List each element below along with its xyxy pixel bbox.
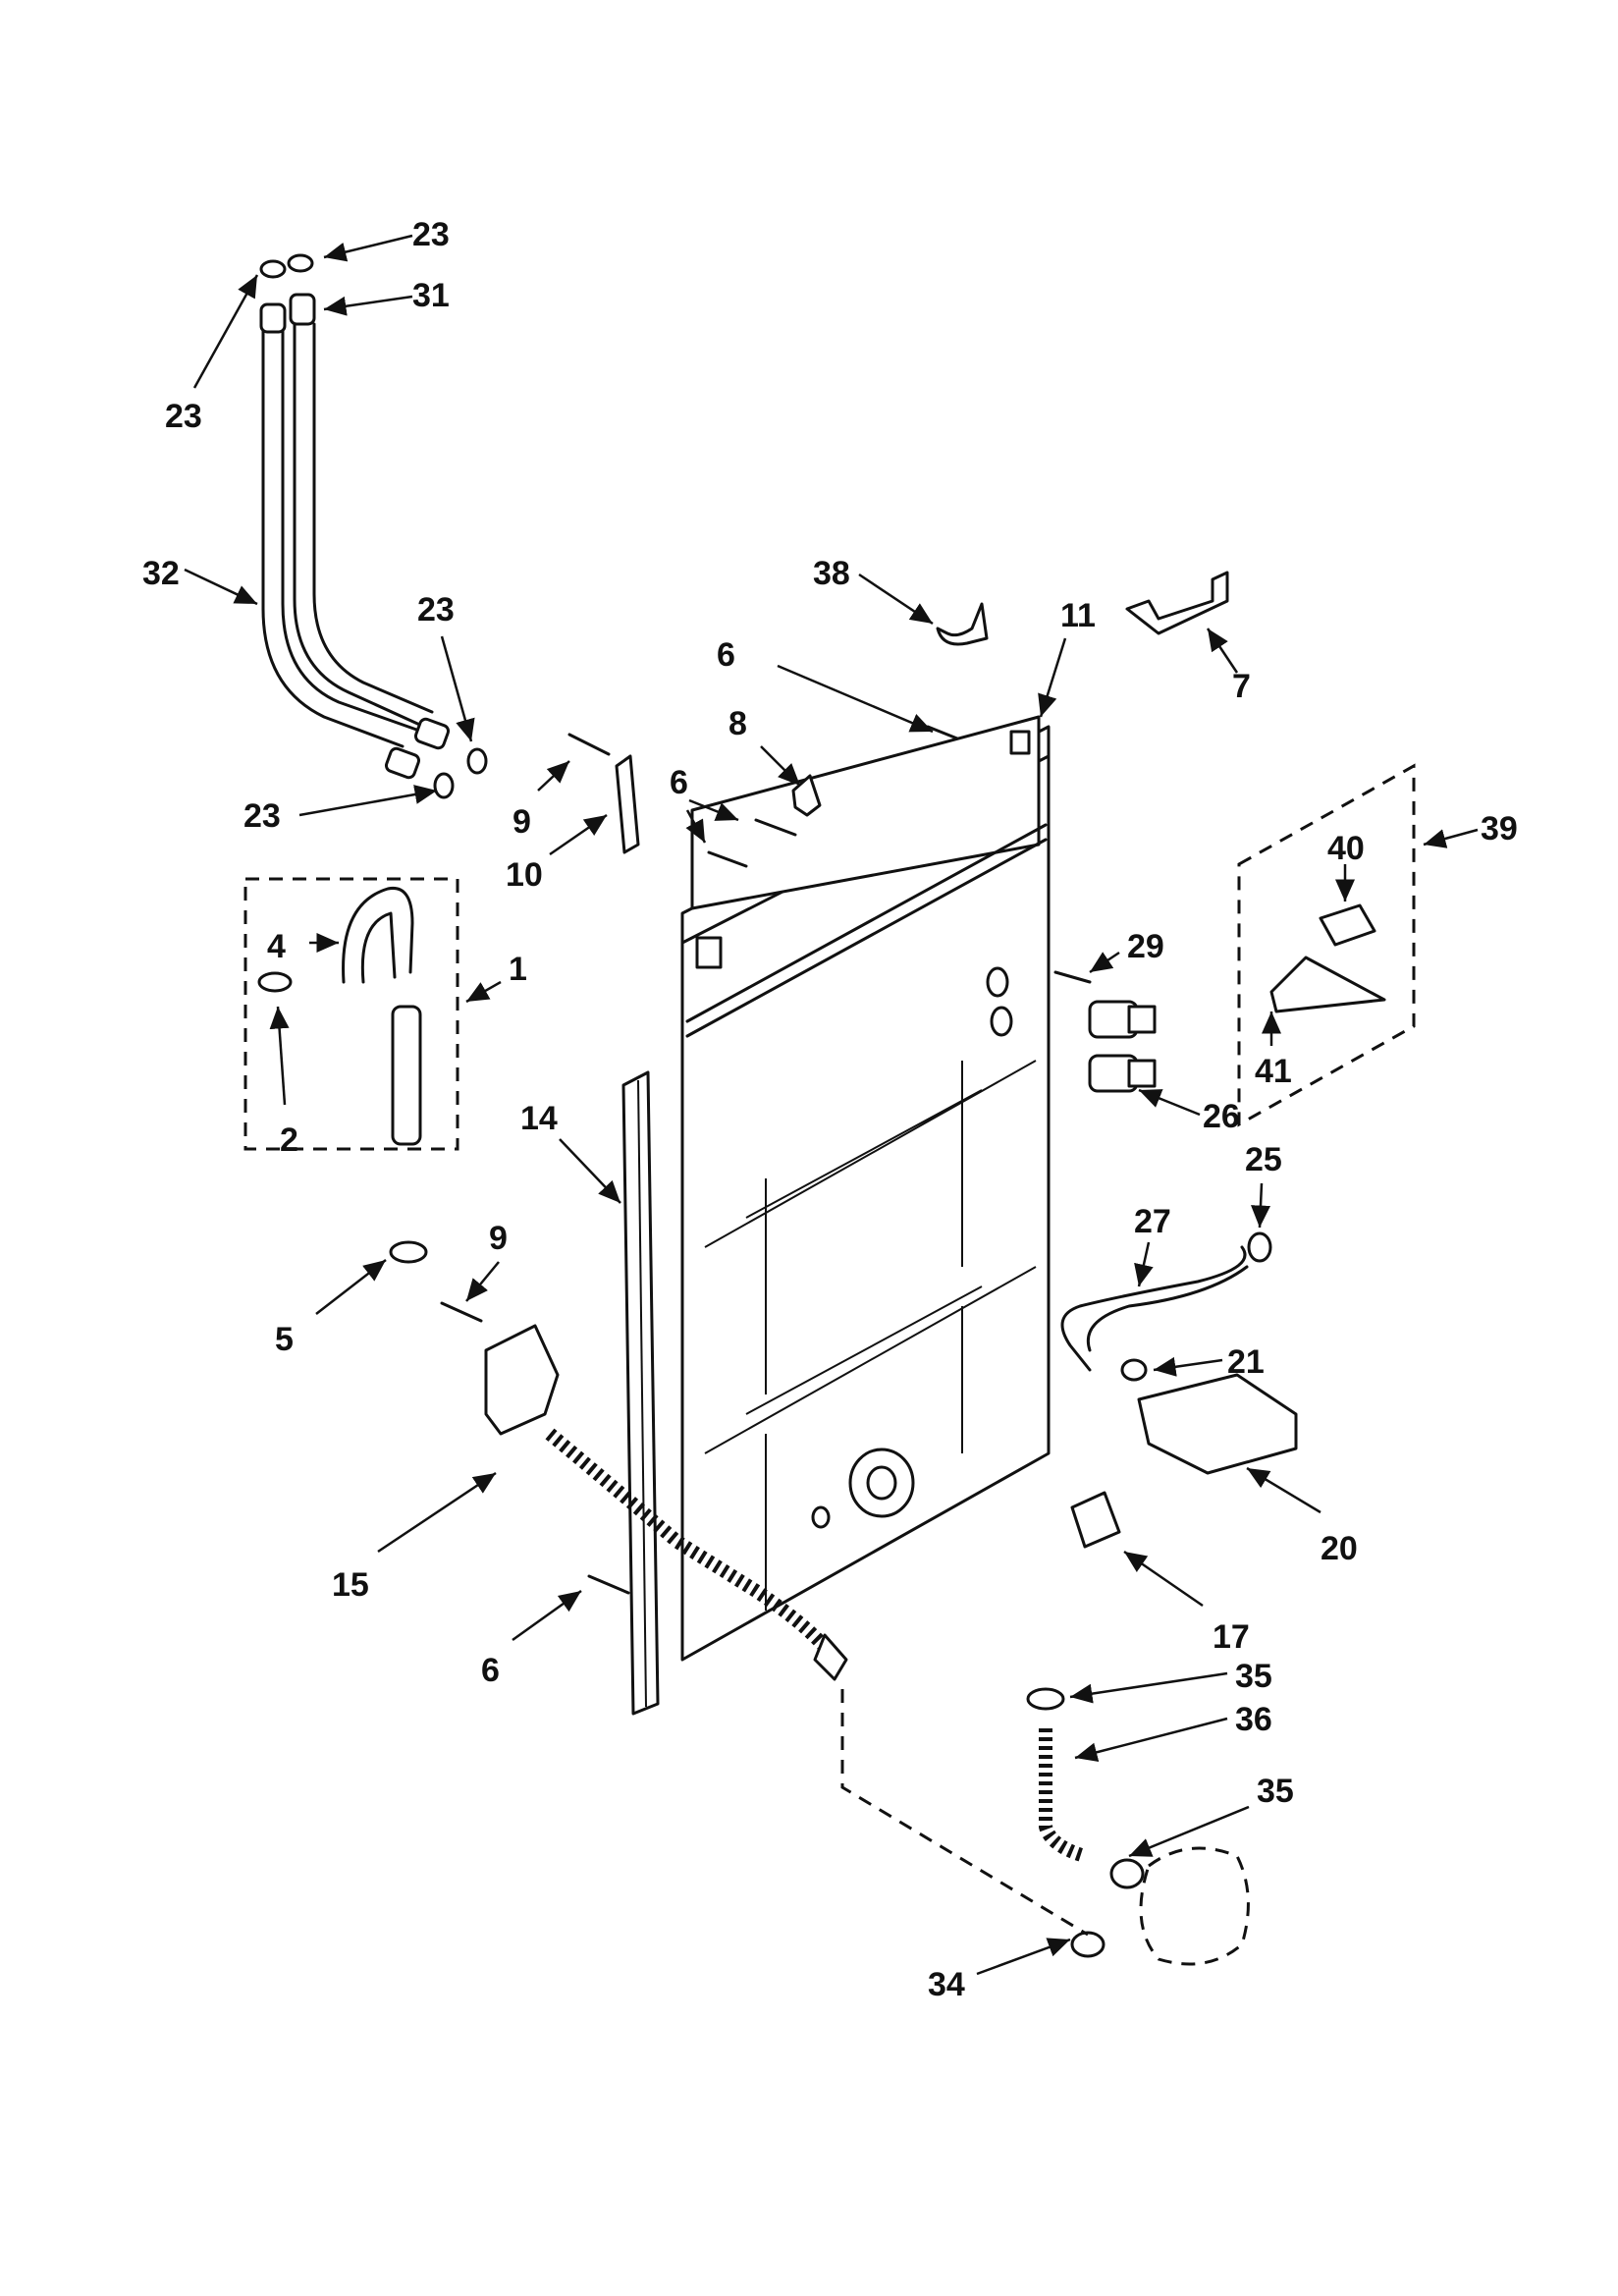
bracket-10 <box>615 754 640 854</box>
clamp-25 <box>1247 1231 1272 1263</box>
label-14: 14 <box>520 1100 558 1137</box>
drain-hose-15 <box>545 1428 840 1665</box>
label-41: 41 <box>1255 1053 1292 1090</box>
label-35: 35 <box>1235 1658 1272 1695</box>
screen-40 <box>1319 903 1376 947</box>
label-39: 39 <box>1481 810 1518 847</box>
screws <box>440 725 1092 1595</box>
label-23: 23 <box>417 591 455 629</box>
pump-15 <box>484 1324 560 1436</box>
switch-20 <box>1137 1373 1298 1475</box>
tube-1 <box>391 1005 422 1146</box>
label-38: 38 <box>813 555 850 592</box>
label-29: 29 <box>1127 928 1164 965</box>
label-35: 35 <box>1257 1773 1294 1810</box>
label-6: 6 <box>717 636 735 674</box>
label-23: 23 <box>165 398 202 435</box>
clamp-2 <box>257 971 293 993</box>
label-34: 34 <box>928 1966 965 2003</box>
rear-panel <box>680 715 1051 1662</box>
clamp-21 <box>1120 1358 1148 1382</box>
label-23: 23 <box>412 216 450 253</box>
hose-27 <box>1060 1245 1247 1372</box>
label-25: 25 <box>1245 1141 1282 1178</box>
label-36: 36 <box>1235 1701 1272 1738</box>
label-9: 9 <box>489 1220 508 1257</box>
label-15: 15 <box>332 1566 369 1604</box>
label-20: 20 <box>1321 1530 1358 1567</box>
label-9: 9 <box>512 803 531 841</box>
clamp-34 <box>1070 1931 1106 1958</box>
hose-4 <box>342 886 414 984</box>
label-2: 2 <box>280 1121 298 1159</box>
label-17: 17 <box>1213 1618 1250 1656</box>
label-32: 32 <box>142 555 180 592</box>
label-8: 8 <box>728 705 747 742</box>
plate-17 <box>1070 1491 1121 1549</box>
label-4: 4 <box>267 928 286 965</box>
label-23: 23 <box>243 797 281 835</box>
callouts: 23 31 23 32 23 23 38 11 7 6 8 9 6 10 39 … <box>142 216 1518 2003</box>
bracket-7 <box>1125 571 1229 635</box>
leader-lines <box>184 234 1479 1976</box>
label-21: 21 <box>1227 1343 1265 1381</box>
label-6: 6 <box>670 764 688 801</box>
kit-39-outline <box>1237 763 1416 1127</box>
label-11: 11 <box>1060 597 1096 634</box>
clamp-5 <box>389 1240 428 1264</box>
clamp-35-top <box>1026 1687 1065 1711</box>
label-1: 1 <box>509 951 527 988</box>
clip-38 <box>936 602 989 646</box>
label-31: 31 <box>412 277 450 314</box>
label-10: 10 <box>506 856 543 894</box>
label-7: 7 <box>1232 668 1251 705</box>
pump-outline <box>1139 1846 1250 1966</box>
label-26: 26 <box>1203 1098 1240 1135</box>
water-valve-26 <box>1088 1000 1157 1093</box>
wire-41 <box>1269 956 1386 1013</box>
label-27: 27 <box>1134 1203 1171 1240</box>
hose-36 <box>1039 1728 1088 1863</box>
label-5: 5 <box>275 1321 294 1358</box>
clamp-35-bottom <box>1109 1858 1145 1889</box>
label-40: 40 <box>1327 830 1365 867</box>
label-6: 6 <box>481 1652 500 1689</box>
kit-1-outline <box>243 877 459 1151</box>
inlet-hoses <box>259 253 488 799</box>
side-channel-14 <box>621 1070 660 1716</box>
